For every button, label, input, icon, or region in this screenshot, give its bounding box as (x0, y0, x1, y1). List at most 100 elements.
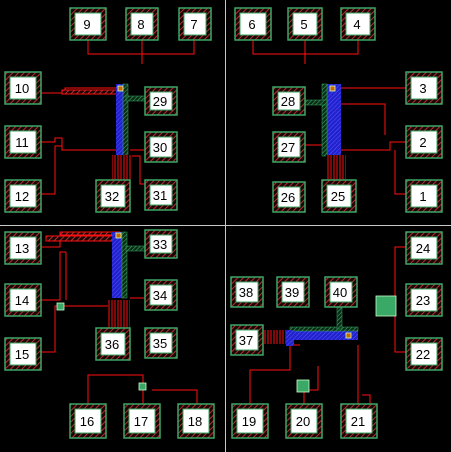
wire-segment (340, 141, 406, 151)
wire-segment (394, 305, 406, 353)
pad-5-label: 5 (300, 17, 307, 32)
pad-17-face (128, 408, 156, 434)
pad-30-face (149, 136, 173, 158)
pad-14-face (9, 288, 37, 312)
pad-39: 39 (276, 276, 310, 308)
pad-18-face (182, 408, 210, 434)
pad-32-label: 32 (105, 189, 119, 204)
diffusion-strip (121, 231, 128, 299)
pad-23: 23 (405, 283, 443, 317)
pad-39-face (281, 281, 305, 303)
pad-38-face (235, 281, 259, 303)
pad-29: 29 (144, 86, 178, 116)
wire-segment (390, 246, 406, 301)
pad-24-label: 24 (416, 241, 430, 256)
pad-24-face (410, 236, 438, 260)
pad-38-label: 38 (239, 285, 253, 300)
pad-16-face (74, 408, 102, 434)
pad-23-label: 23 (416, 293, 430, 308)
pad-26-label: 26 (281, 190, 295, 205)
pad-6-face (239, 12, 267, 36)
pad-11-face (9, 130, 37, 154)
diffusion-strip (289, 326, 359, 332)
pad-20-face (290, 408, 318, 434)
pad-20-label: 20 (296, 414, 310, 429)
pad-9-face (74, 12, 102, 36)
pad-28-face (277, 91, 301, 111)
pad-21: 21 (340, 403, 378, 439)
pad-25-face (326, 184, 352, 208)
wide-trace (61, 89, 119, 95)
pad-12: 12 (4, 179, 42, 213)
pad-22-face (410, 342, 438, 366)
pad-21-face (345, 408, 373, 434)
pad-15: 15 (4, 337, 42, 371)
pad-27-label: 27 (281, 140, 295, 155)
pad-34: 34 (144, 279, 178, 311)
pad-7: 7 (178, 7, 212, 41)
pad-26-face (277, 186, 301, 208)
pad-9: 9 (69, 7, 107, 41)
pad-33-label: 33 (153, 237, 167, 252)
pad-28: 28 (272, 86, 306, 116)
wire-segment (152, 389, 198, 404)
pad-16: 16 (69, 403, 107, 439)
pad-30-label: 30 (153, 140, 167, 155)
pad-22-label: 22 (416, 347, 430, 362)
contact-via (138, 382, 147, 391)
pad-39-label: 39 (285, 285, 299, 300)
pad-31: 31 (144, 179, 178, 211)
pad-10-label: 10 (15, 81, 29, 96)
pad-35-face (149, 332, 173, 354)
pad-16-label: 16 (80, 414, 94, 429)
wire-segment (87, 374, 144, 404)
diffusion-strip (321, 83, 328, 157)
pad-6-label: 6 (248, 17, 255, 32)
pad-15-face (9, 342, 37, 366)
pad-11-label: 11 (15, 135, 29, 150)
wire-segment (249, 345, 291, 404)
pad-22: 22 (405, 337, 443, 371)
contact-via (56, 302, 65, 311)
metal-via-stack (286, 330, 294, 346)
contact-via (329, 85, 336, 92)
pad-34-label: 34 (153, 288, 167, 303)
wire-segment (362, 394, 371, 404)
pad-13-face (9, 236, 37, 260)
transistor-structures (56, 83, 397, 393)
wire-segment (41, 305, 60, 353)
pad-5: 5 (287, 7, 323, 41)
wire-segment (41, 137, 116, 151)
pad-7-label: 7 (190, 17, 197, 32)
pad-25: 25 (321, 179, 357, 213)
wire-segment (394, 150, 406, 195)
pad-3-label: 3 (419, 81, 426, 96)
pad-2-label: 2 (419, 135, 426, 150)
diffusion-strip (304, 99, 328, 106)
contact-via (296, 379, 310, 393)
pad-35-label: 35 (153, 336, 167, 351)
pad-37-label: 37 (239, 333, 253, 348)
pad-36-face (100, 332, 126, 356)
pad-17-label: 17 (134, 414, 148, 429)
pad-5-face (292, 12, 318, 36)
contact-via (115, 232, 122, 239)
pad-37: 37 (230, 324, 264, 356)
pad-19: 19 (231, 403, 269, 439)
pad-30: 30 (144, 131, 178, 163)
pad-18: 18 (177, 403, 215, 439)
pad-24: 24 (405, 231, 443, 265)
pad-7-face (183, 12, 207, 36)
pad-36: 36 (95, 327, 131, 361)
pad-1-label: 1 (419, 189, 426, 204)
pad-4-label: 4 (353, 17, 360, 32)
pad-3-face (410, 76, 438, 100)
pad-32-face (100, 184, 126, 208)
pad-38: 38 (230, 276, 264, 308)
diffusion-strip (336, 304, 343, 330)
pad-1-face (410, 184, 438, 208)
pad-27-face (277, 136, 301, 158)
pad-8: 8 (125, 7, 159, 41)
pad-18-label: 18 (188, 414, 202, 429)
